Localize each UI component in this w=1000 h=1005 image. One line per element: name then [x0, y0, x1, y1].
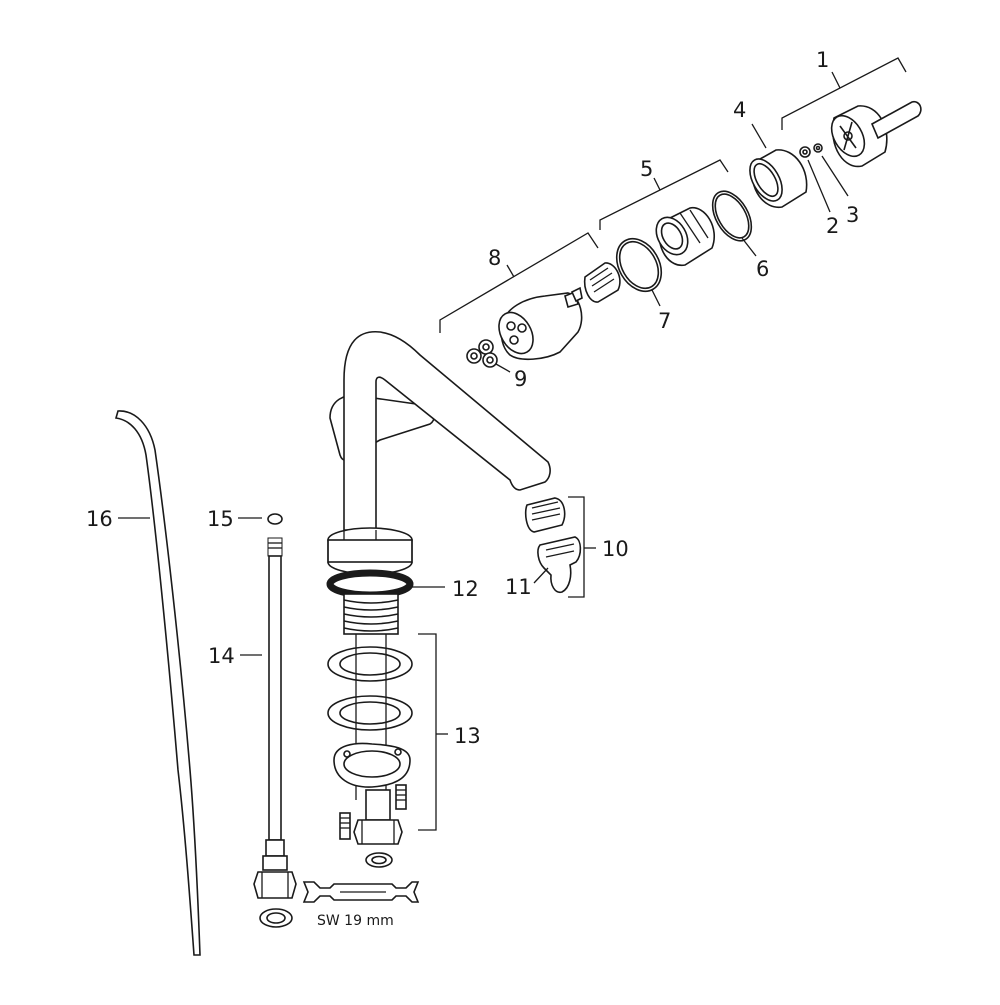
part-3-cap	[813, 143, 823, 153]
callout-11: 11	[505, 567, 549, 599]
part-2-set-screw	[799, 146, 811, 158]
svg-text:12: 12	[452, 577, 479, 601]
wrench-icon	[302, 881, 420, 903]
part-13-fixing-plate	[333, 742, 411, 788]
part-15-o-ring	[267, 513, 283, 525]
callout-13: 13	[418, 633, 481, 831]
part-14-supply-hose	[253, 537, 297, 928]
callout-6: 6	[741, 237, 769, 281]
svg-text:7: 7	[658, 309, 671, 333]
part-13-washer-middle	[327, 695, 413, 731]
callout-15: 15	[207, 507, 262, 531]
svg-text:2: 2	[826, 214, 839, 238]
part-1-handle	[830, 100, 922, 168]
part-8-cartridge	[498, 286, 583, 361]
callout-1: 1	[781, 48, 907, 130]
callout-14: 14	[208, 644, 262, 668]
part-10-aerator	[524, 497, 566, 533]
part-13-screw-left	[339, 812, 351, 840]
svg-text:13: 13	[454, 724, 481, 748]
faucet-body	[327, 331, 551, 575]
svg-text:8: 8	[488, 246, 501, 270]
part-7-o-ring	[615, 237, 663, 293]
svg-text:11: 11	[505, 575, 532, 599]
callout-16: 16	[86, 507, 150, 531]
part-4-cover-sleeve	[749, 149, 808, 208]
part-13-washer-top	[327, 646, 413, 682]
svg-text:15: 15	[207, 507, 234, 531]
svg-text:9: 9	[514, 367, 527, 391]
part-9-seals	[466, 339, 498, 368]
part-11-aerator-key	[537, 536, 582, 594]
cartridge-bushing	[583, 262, 621, 303]
callout-5: 5	[599, 157, 729, 230]
part-5-cartridge-nut	[655, 207, 715, 267]
callout-2: 2	[807, 159, 839, 238]
part-13-nut-assembly	[353, 789, 403, 868]
svg-text:4: 4	[733, 98, 746, 122]
part-16-rod	[114, 410, 201, 956]
part-13-screw-right	[395, 784, 407, 810]
wrench-size-label: SW 19 mm	[317, 913, 394, 929]
callout-3: 3	[821, 155, 859, 227]
svg-text:14: 14	[208, 644, 235, 668]
callout-7: 7	[651, 289, 671, 333]
callout-9: 9	[495, 363, 527, 391]
callout-12: 12	[412, 577, 479, 601]
part-6-o-ring	[711, 190, 753, 242]
svg-text:16: 16	[86, 507, 113, 531]
svg-text:10: 10	[602, 537, 629, 561]
svg-text:3: 3	[846, 203, 859, 227]
callout-4: 4	[733, 98, 767, 149]
callout-10: 10	[568, 496, 629, 598]
svg-text:5: 5	[640, 157, 653, 181]
callout-8: 8	[439, 232, 599, 333]
svg-text:1: 1	[816, 48, 829, 72]
svg-text:6: 6	[756, 257, 769, 281]
part-12-gasket	[326, 569, 414, 599]
